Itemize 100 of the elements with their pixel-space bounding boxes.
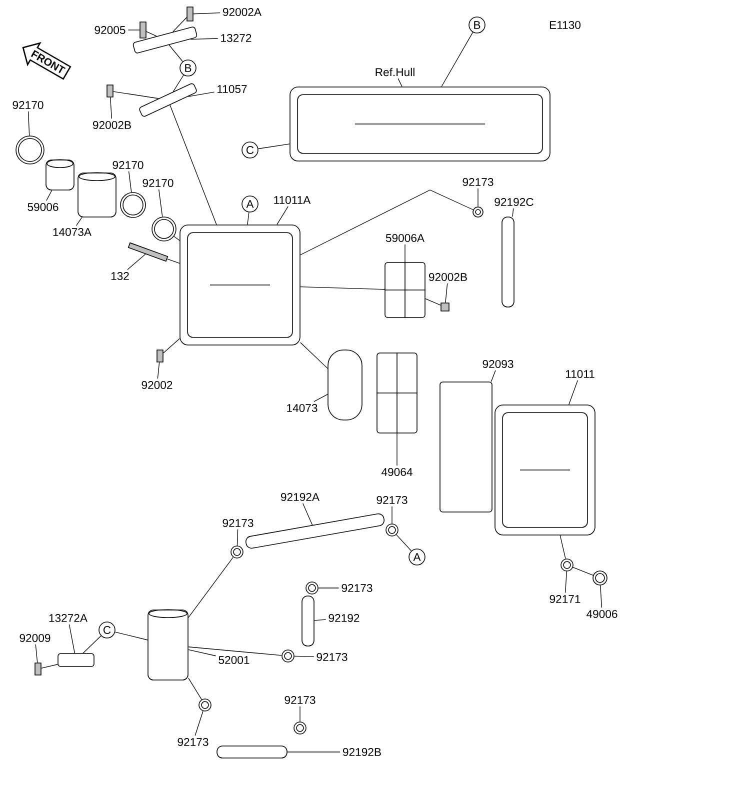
part-number: 13272: [221, 34, 252, 42]
leader-line: [276, 206, 288, 225]
bracket: [139, 83, 197, 117]
part-number: 11011: [566, 370, 594, 378]
part-number: 92173: [284, 696, 316, 704]
leader-line: [114, 632, 148, 640]
intake-tube: [78, 172, 116, 218]
assembly-line: [188, 678, 202, 700]
hose: [302, 596, 314, 646]
assembly-line: [188, 556, 234, 618]
leader-line: [568, 380, 578, 405]
leader-line: [188, 649, 216, 656]
leader-line: [398, 78, 402, 87]
part-number: 14073: [287, 404, 318, 412]
hose-clamp: [16, 136, 44, 164]
bracket: [132, 26, 198, 54]
bolt: [156, 350, 164, 362]
bolt: [440, 302, 450, 312]
assembly-line: [166, 258, 180, 264]
part-number: 13272A: [49, 614, 88, 622]
hose-clamp: [472, 206, 484, 218]
screw: [34, 662, 42, 676]
assembly-line: [41, 664, 58, 669]
assembly-line: [163, 338, 180, 354]
leader-line: [314, 619, 326, 621]
assembly-line: [113, 91, 159, 99]
hose: [216, 746, 288, 758]
leader-line: [68, 624, 76, 654]
leader-line: [190, 38, 218, 40]
leader-line: [46, 190, 52, 201]
part-number: 92002A: [222, 8, 262, 16]
assembly-line: [300, 286, 385, 290]
hose-clamp: [120, 192, 146, 218]
hose-clamp: [230, 546, 244, 558]
bracket: [58, 653, 94, 667]
leader-line: [404, 244, 406, 262]
part-number: 92009: [20, 634, 50, 642]
leader-line: [82, 636, 102, 654]
leader-line: [157, 362, 160, 379]
part-number: 92173: [316, 653, 348, 662]
part-number: 92173: [178, 738, 208, 746]
assembly-line: [188, 646, 282, 656]
part-number: 59006: [28, 203, 58, 211]
part-number: 92192: [328, 614, 360, 622]
part-number: 49006: [586, 610, 618, 618]
leader-line: [445, 283, 448, 303]
part-number: 59006A: [386, 234, 424, 242]
leader-line: [28, 111, 30, 136]
leader-line: [76, 217, 82, 226]
drawing-code: E1130: [550, 21, 581, 29]
part-number: 92192C: [494, 198, 534, 206]
assembly-line: [174, 236, 180, 241]
leader-line: [236, 529, 238, 546]
cap: [592, 570, 608, 586]
canister: [148, 609, 188, 680]
leader-line: [35, 644, 38, 663]
part-number: 49064: [382, 468, 412, 476]
assembly-line: [425, 298, 441, 306]
part-number: 92170: [142, 179, 174, 187]
assembly-line: [560, 535, 566, 560]
hose-clamp: [560, 558, 574, 572]
hose-clamp: [294, 722, 306, 734]
elbow-duct: [328, 350, 362, 420]
gasket: [440, 382, 492, 512]
part-number: 92093: [482, 360, 514, 368]
leader-line: [258, 144, 290, 150]
hose-clamp: [198, 698, 212, 712]
hose-clamp: [152, 216, 176, 242]
hull-drawing: [290, 86, 550, 162]
leader-line: [172, 74, 184, 92]
part-number: Ref.Hull: [376, 68, 414, 76]
leader-line: [128, 171, 132, 193]
leader-line: [565, 571, 567, 593]
bolt: [186, 6, 194, 22]
cover-plate: [384, 262, 426, 318]
part-number: 11011A: [274, 196, 311, 204]
part-number: 11057: [218, 85, 247, 93]
assembly-line: [572, 567, 594, 576]
assembly-line: [300, 342, 328, 369]
assembly-line: [170, 104, 217, 225]
leader-line: [490, 370, 496, 382]
part-number: 92173: [222, 519, 254, 528]
air-box-drawing: [180, 224, 300, 346]
leader-line: [247, 212, 250, 225]
filter-element: [376, 352, 418, 434]
part-number: 92170: [112, 161, 144, 169]
part-number: 92002B: [92, 121, 131, 129]
hose-clamp: [386, 524, 398, 536]
part-number: 92002B: [429, 273, 467, 282]
part-number: 92173: [342, 584, 372, 592]
part-number: 14073A: [53, 228, 92, 236]
case-cover-drawing: [494, 404, 596, 536]
part-number: 92173: [462, 178, 494, 186]
part-number: 52001: [218, 656, 250, 664]
bolt: [106, 84, 114, 98]
bolt: [128, 242, 168, 262]
leader-line: [127, 254, 146, 270]
hose-clamp: [282, 650, 294, 662]
assembly-line: [172, 17, 187, 32]
hose: [502, 216, 514, 308]
